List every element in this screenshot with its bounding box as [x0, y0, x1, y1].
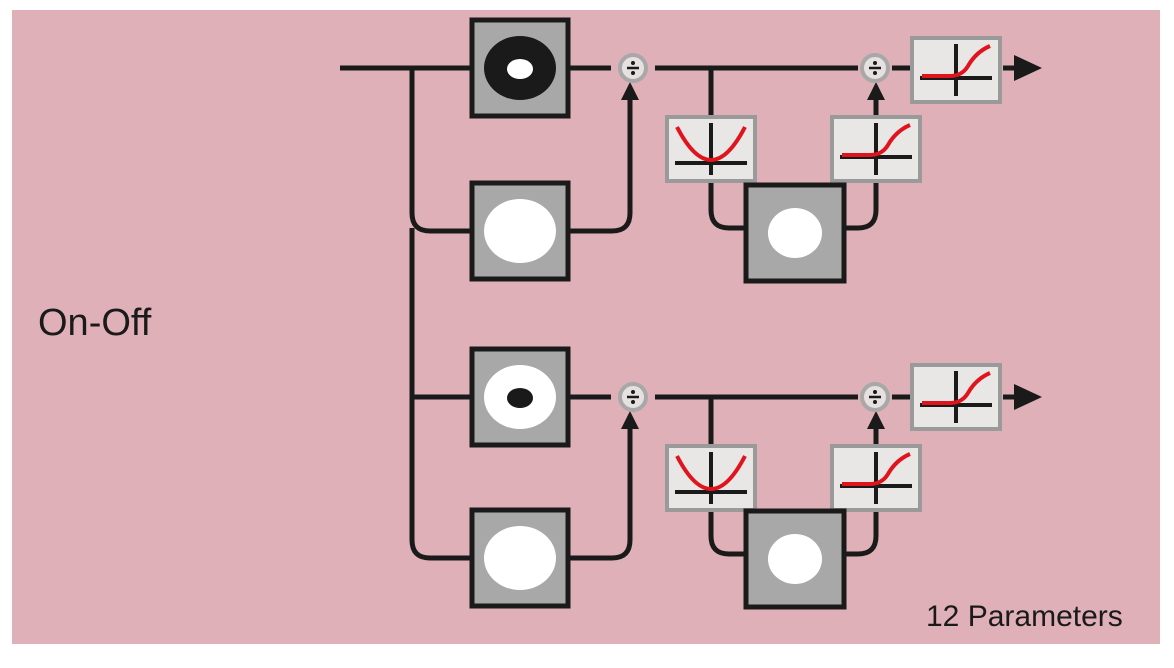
- gain-filter: [746, 185, 844, 281]
- diagram-panel: [12, 10, 1160, 644]
- surround-filter: [472, 183, 568, 279]
- rectifier-curve-icon: [910, 36, 1002, 104]
- arrowhead-top-divide-1: [621, 82, 639, 100]
- bottom-wires: [409, 228, 1018, 561]
- arrowhead-bottom-divide-2: [867, 411, 885, 429]
- rectifier-curve-icon: [910, 363, 1002, 431]
- quadratic-curve-icon: [665, 115, 757, 183]
- arrowhead-top-divide-2: [867, 82, 885, 100]
- arrowhead-bottom-divide-1: [621, 411, 639, 429]
- rectifier-curve-icon: [830, 444, 922, 512]
- on-off-pathway-top: [340, 20, 1042, 281]
- diagram-title: On-Off: [38, 302, 152, 344]
- divide-icon: [618, 382, 648, 412]
- divide-icon: [618, 53, 648, 83]
- output-arrow-icon: [1014, 55, 1042, 81]
- surround-filter: [472, 510, 568, 606]
- rectifier-curve-icon: [830, 115, 922, 183]
- divide-icon: [860, 53, 890, 83]
- quadratic-curve-icon: [665, 444, 757, 512]
- parameter-count: 12 Parameters: [926, 600, 1123, 633]
- center-filter-dark: [472, 20, 568, 116]
- divide-icon: [860, 382, 890, 412]
- gain-filter: [746, 511, 844, 607]
- center-filter-bright: [472, 349, 568, 445]
- output-arrow-icon: [1014, 384, 1042, 410]
- on-off-pathway-bottom: [409, 228, 1042, 607]
